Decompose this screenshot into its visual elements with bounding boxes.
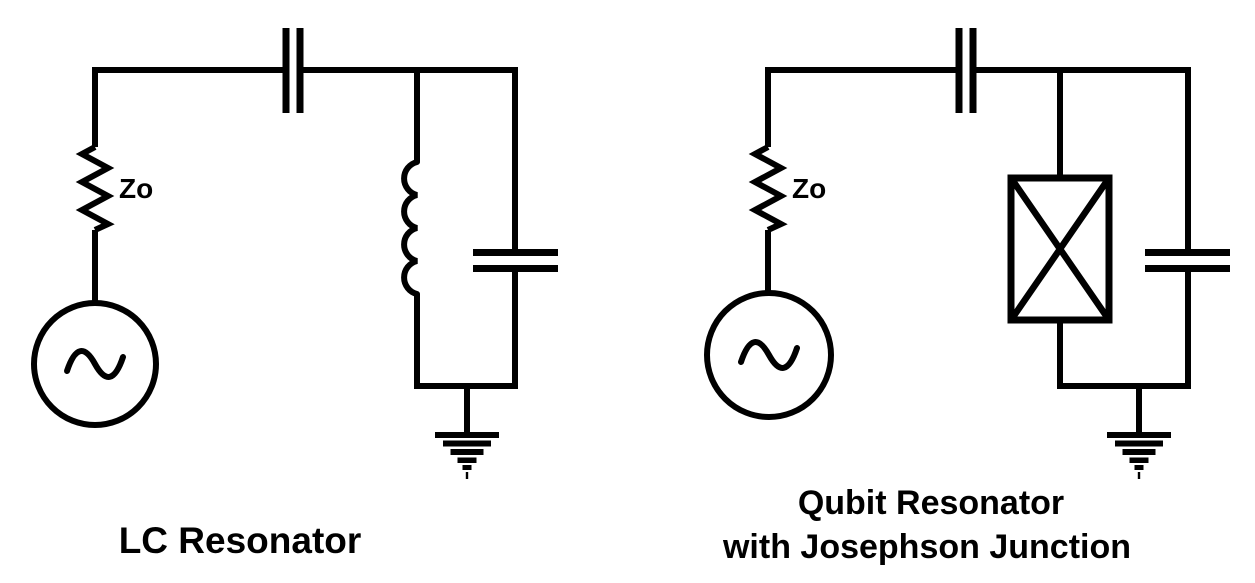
qubit-resonator-circuit: Zo: [704, 28, 1230, 566]
ground-bar: [1115, 440, 1163, 447]
sine-wave-icon: [738, 339, 800, 371]
sine-wave-icon: [64, 348, 126, 380]
wire: [303, 67, 518, 249]
shunt-capacitor-symbol: [473, 249, 558, 272]
ac-source-circle: [704, 290, 834, 420]
ground-bar: [435, 432, 499, 438]
josephson-junction-cross-icon: [1008, 176, 1112, 322]
ground-tick: [465, 472, 469, 479]
ac-source-circle: [31, 300, 159, 428]
resistor-zo-symbol: [748, 144, 788, 233]
qubit-circuit-title-line1: Qubit Resonator: [798, 484, 1064, 522]
ground-bar: [462, 465, 472, 470]
ground-tick: [1137, 472, 1141, 479]
inductor-symbol: [401, 159, 420, 297]
wire: [765, 67, 956, 147]
ground-bar: [1107, 432, 1171, 438]
wire: [92, 67, 283, 147]
ground-bar: [1129, 457, 1149, 463]
ground-bar: [457, 457, 477, 463]
impedance-label: Zo: [119, 173, 153, 204]
wire: [1057, 272, 1191, 389]
lc-resonator-circuit: Zo: [31, 28, 558, 561]
ground-symbol: [435, 386, 499, 479]
ground-bar: [1122, 449, 1156, 455]
ac-source-symbol: [704, 290, 834, 420]
shunt-capacitor-symbol: [1145, 249, 1230, 272]
lc-circuit-title: LC Resonator: [119, 520, 362, 561]
wire: [414, 272, 518, 389]
wire: [976, 67, 1191, 249]
ground-bar: [450, 449, 484, 455]
ground-bar: [1134, 465, 1144, 470]
ac-source-symbol: [31, 300, 159, 428]
coupling-capacitor-symbol: [282, 28, 304, 113]
resistor-zo-symbol: [75, 144, 115, 233]
coupling-capacitor-symbol: [955, 28, 977, 113]
qubit-circuit-title-line2: with Josephson Junction: [722, 528, 1131, 566]
josephson-junction-symbol: [1007, 174, 1113, 324]
ground-bar: [443, 440, 491, 447]
ground-symbol: [1107, 386, 1171, 479]
impedance-label: Zo: [792, 173, 826, 204]
